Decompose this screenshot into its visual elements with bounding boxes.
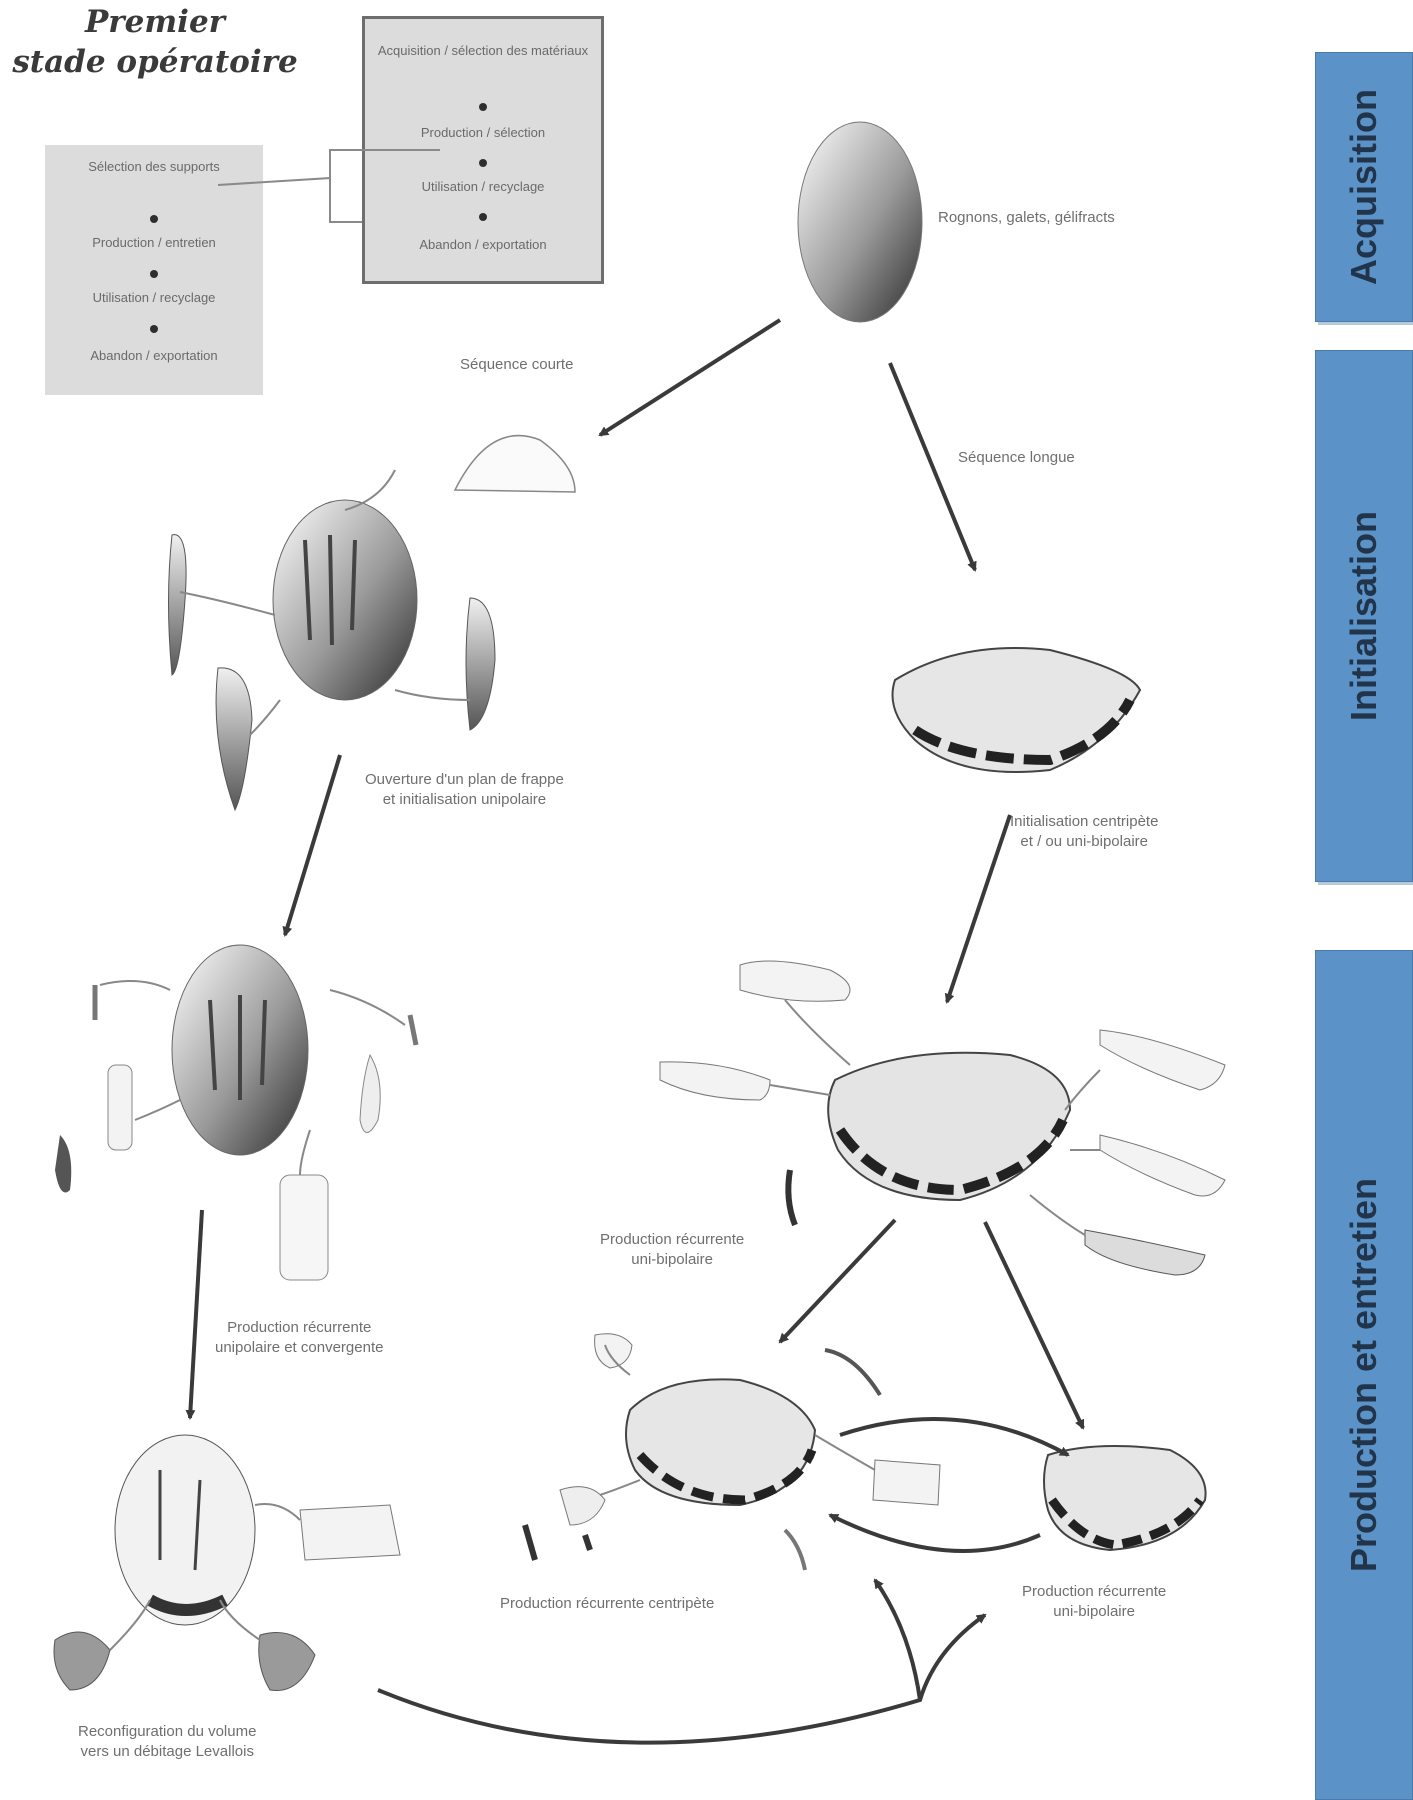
label-prod-uni-bipolaire-2: uni-bipolaire xyxy=(631,1251,713,1268)
label-ouverture-2: et initialisation unipolaire xyxy=(382,791,547,808)
arrow-exchange-bottom xyxy=(828,1513,1041,1553)
label-ouverture: Ouverture d'un plan de frappe et initial… xyxy=(365,770,564,810)
arrow-init-to-prod xyxy=(944,814,1012,1004)
schema-right-step-3: Utilisation / recyclage xyxy=(421,179,545,194)
fragment-dome xyxy=(453,434,576,493)
arrow-reconfig-branch xyxy=(873,1578,922,1701)
label-prod-unipolaire-conv-1: Production récurrente xyxy=(227,1319,372,1336)
schema-right-step-2: Production / sélection xyxy=(420,125,546,140)
schema-left-step-1: Sélection des supports xyxy=(88,159,220,174)
phase-initialisation: Initialisation xyxy=(1315,350,1413,882)
label-prod-uni-bipolaire-2: Production récurrente uni-bipolaire xyxy=(1022,1582,1166,1622)
label-prod-unipolaire-conv-2: unipolaire et convergente xyxy=(215,1339,384,1356)
schema-right-step-4: Abandon / exportation xyxy=(419,237,547,252)
label-reconfig: Reconfiguration du volume vers un débita… xyxy=(78,1722,256,1762)
schema-connector xyxy=(217,149,440,223)
title-line-1: Premier xyxy=(85,4,225,40)
label-init-centripete: Initialisation centripète et / ou uni-bi… xyxy=(1010,812,1158,852)
label-init-centripete-1: Initialisation centripète xyxy=(1010,813,1159,830)
core-reconfiguration-levallois xyxy=(53,1434,401,1692)
core-centripetal-init xyxy=(891,647,1142,773)
label-prod-uni-bipolaire-2b: uni-bipolaire xyxy=(1053,1603,1135,1620)
pebble-raw-material xyxy=(797,121,923,323)
schema-left-step-4: Abandon / exportation xyxy=(90,348,218,363)
label-supports: Rognons, galets, gélifracts xyxy=(938,209,1115,226)
schema-left-step-2: Production / entretien xyxy=(92,235,216,250)
schema-box-right: Acquisition / sélection des matériaux Pr… xyxy=(362,16,604,284)
diagram-drawing xyxy=(53,121,1226,1745)
schema-left-step-3: Utilisation / recyclage xyxy=(92,290,216,305)
title-line-2: stade opératoire xyxy=(12,44,298,80)
core-production-bipolar xyxy=(659,960,1226,1276)
diagram-title: Premier stade opératoire xyxy=(0,2,310,82)
arrow-prod-to-centripete xyxy=(778,1218,897,1344)
phase-acquisition-label: Acquisition xyxy=(1343,89,1384,285)
label-init-centripete-2: et / ou uni-bipolaire xyxy=(1020,833,1148,850)
core-recurrent-bipolar-2 xyxy=(1043,1445,1207,1552)
schema-right-dot-3 xyxy=(479,213,487,221)
schema-left-dot-2 xyxy=(150,270,158,278)
arrow-convergent-to-reconfig xyxy=(185,1209,204,1420)
label-seq-short: Séquence courte xyxy=(460,356,574,373)
label-prod-unipolaire-conv: Production récurrente unipolaire et conv… xyxy=(215,1318,383,1358)
core-unipolar-opening xyxy=(168,469,496,812)
label-prod-uni-bipolaire: Production récurrente uni-bipolaire xyxy=(600,1230,744,1270)
schema-left-dot-3 xyxy=(150,325,158,333)
schema-left-dot-1 xyxy=(150,215,158,223)
schema-right-dot-2 xyxy=(479,159,487,167)
label-ouverture-1: Ouverture d'un plan de frappe xyxy=(365,771,564,788)
core-unipolar-convergent xyxy=(55,944,419,1281)
phase-production: Production et entretien xyxy=(1315,950,1413,1800)
arrow-seq-long xyxy=(888,362,977,572)
phase-acquisition: Acquisition xyxy=(1315,52,1413,322)
label-seq-long: Séquence longue xyxy=(958,449,1075,466)
arrow-opening-to-prod xyxy=(282,754,342,937)
core-recurrent-centripete xyxy=(522,1333,941,1571)
schema-box-left: Sélection des supports Production / entr… xyxy=(45,145,263,395)
arrow-reconfig-loop xyxy=(377,1613,987,1745)
label-reconfig-1: Reconfiguration du volume xyxy=(78,1723,257,1740)
label-prod-uni-bipolaire-1: Production récurrente xyxy=(600,1231,745,1248)
arrow-exchange-top xyxy=(839,1417,1070,1457)
label-prod-centripete: Production récurrente centripète xyxy=(500,1595,715,1612)
phase-production-label: Production et entretien xyxy=(1343,1177,1384,1573)
schema-right-step-1: Acquisition / sélection des matériaux xyxy=(377,43,589,58)
arrow-prod-to-bipolar xyxy=(983,1221,1085,1430)
label-prod-uni-bipolaire-2a: Production récurrente xyxy=(1022,1583,1167,1600)
schema-right-dot-1 xyxy=(479,103,487,111)
arrow-seq-short xyxy=(598,318,782,437)
phase-initialisation-label: Initialisation xyxy=(1343,510,1384,722)
label-reconfig-2: vers un débitage Levallois xyxy=(80,1743,254,1760)
